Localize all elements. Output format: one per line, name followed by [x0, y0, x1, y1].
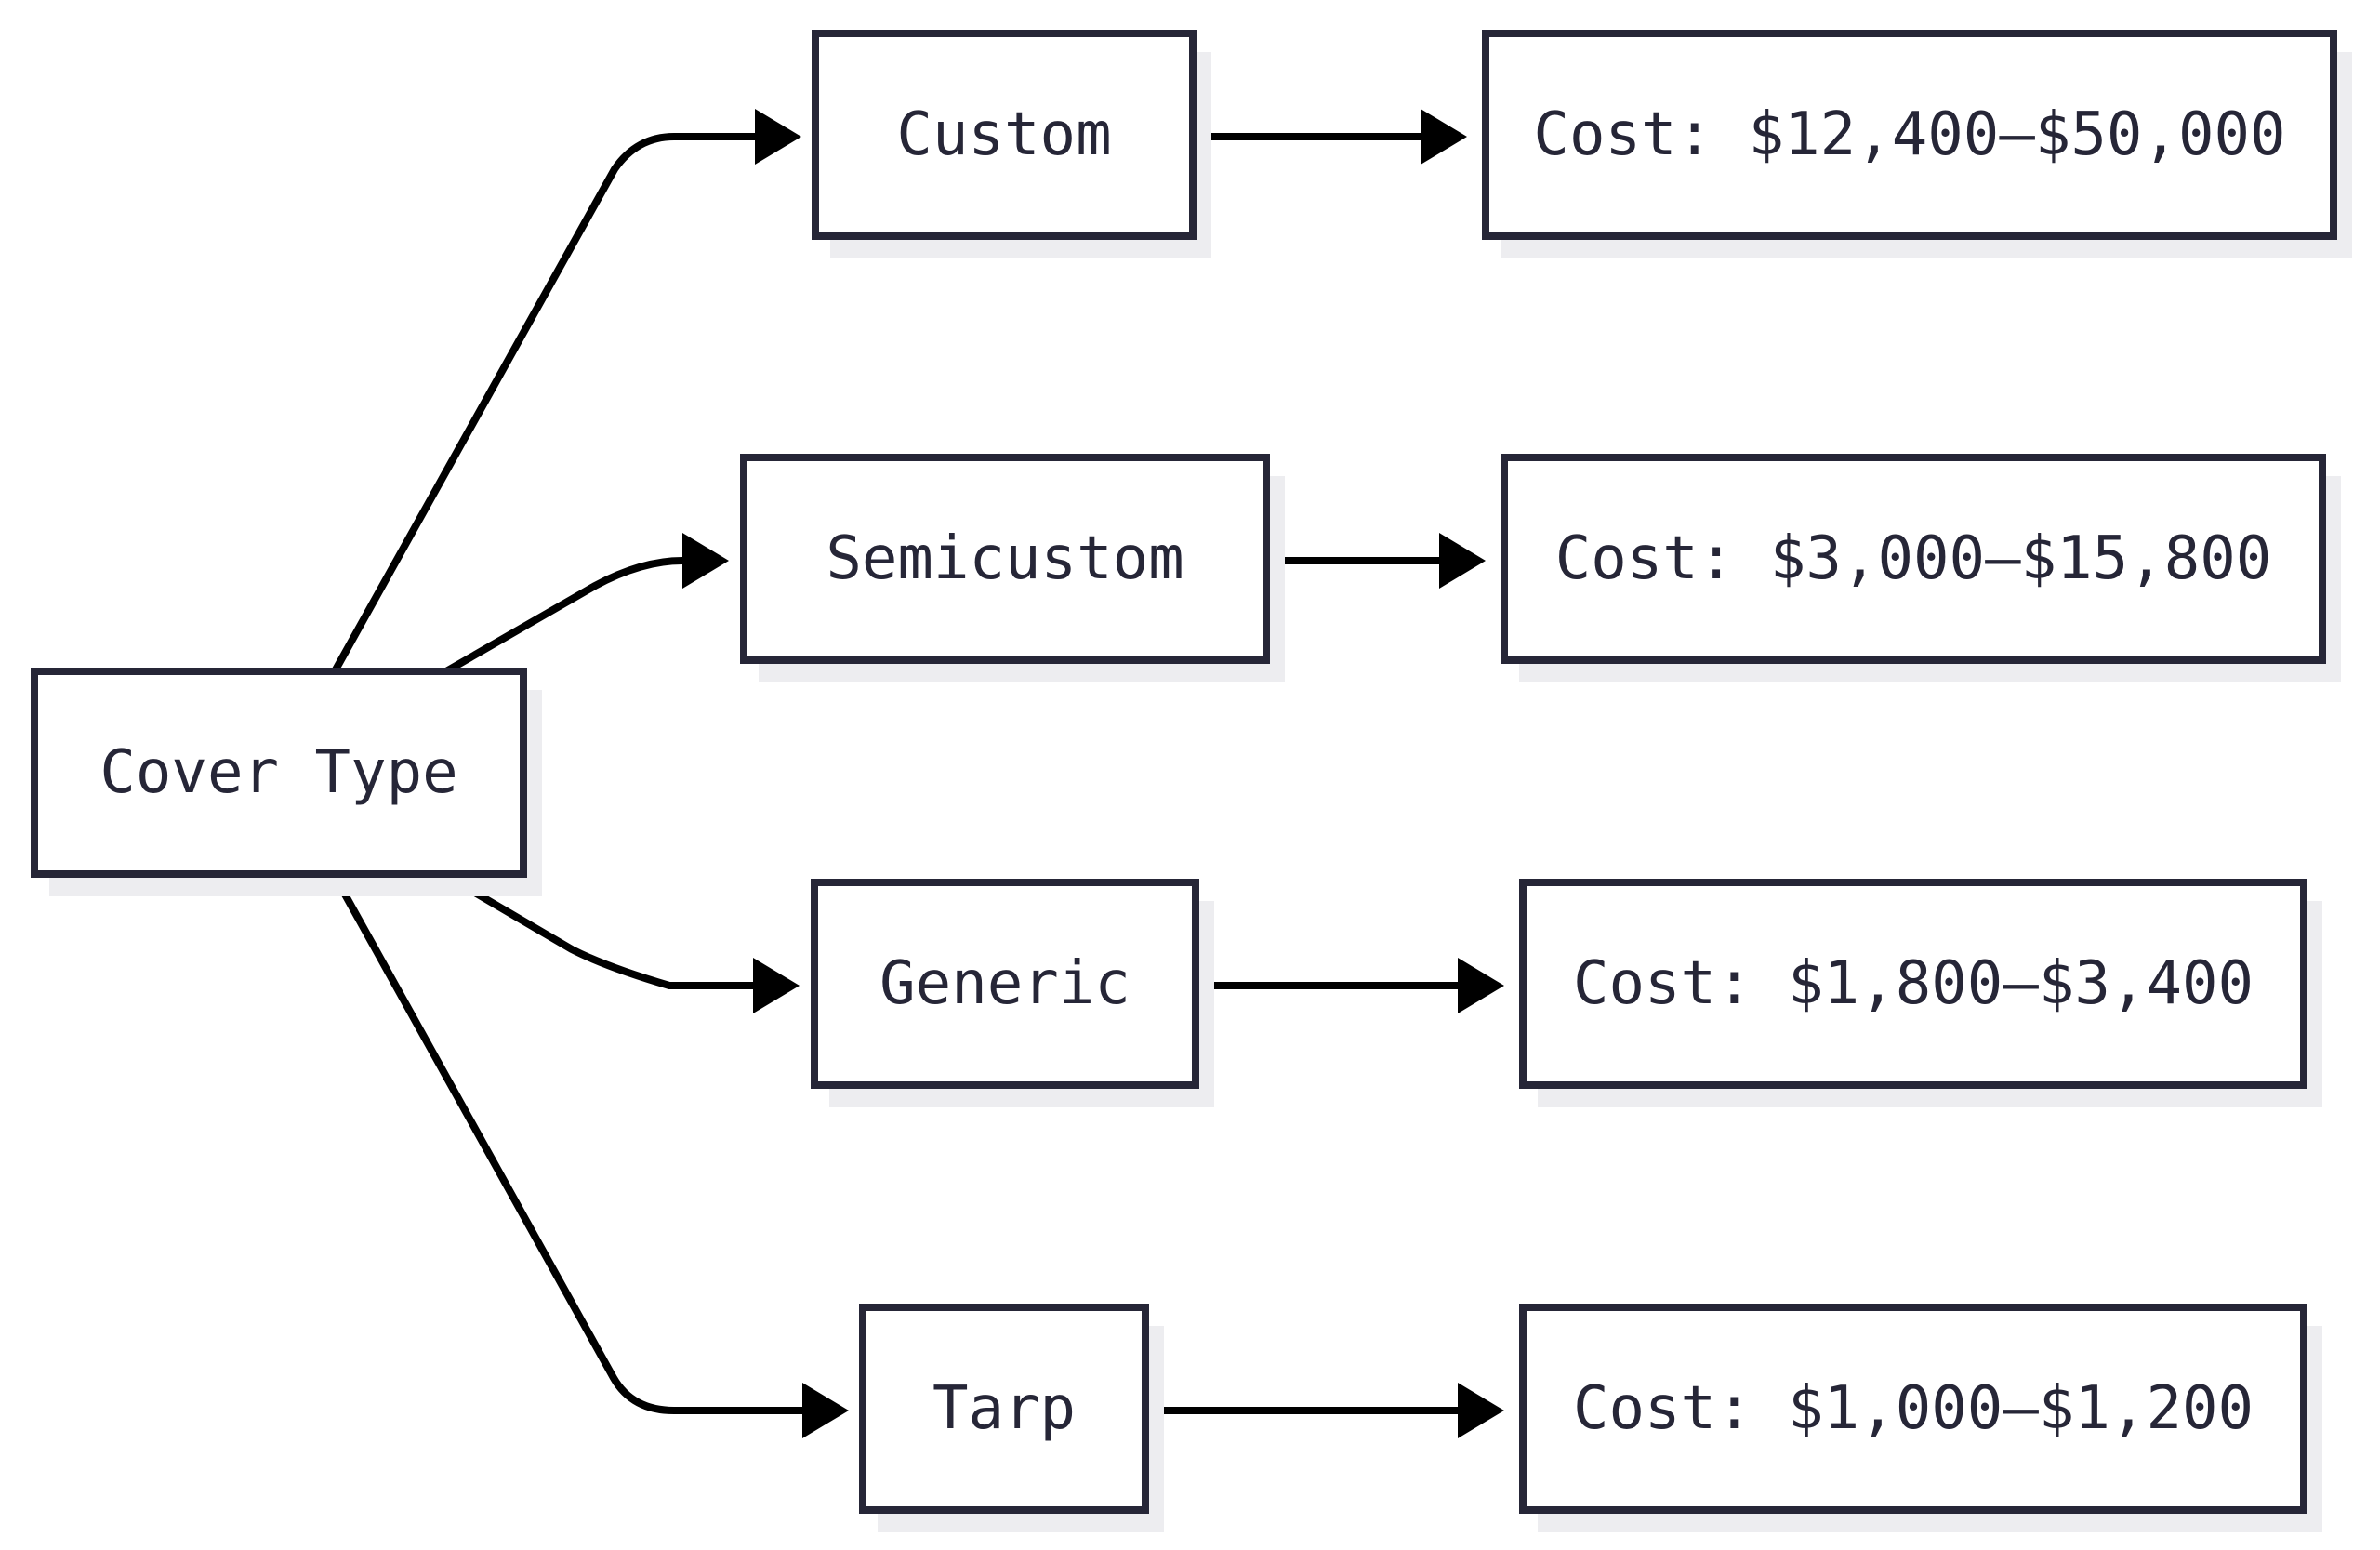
node-custom-label: Custom [896, 100, 1111, 169]
arrow-head-icon [682, 533, 729, 589]
arrow-head-icon [1458, 1383, 1504, 1438]
node-cover-type: Cover Type [31, 668, 542, 896]
node-cost-custom-label: Cost: $12,400–$50,000 [1533, 100, 2285, 169]
edge-cover-type-to-tarp [331, 874, 802, 1414]
node-generic: Generic [811, 879, 1214, 1107]
edge-cover-type-to-semicustom [444, 557, 683, 675]
node-cost-semicustom: Cost: $3,000–$15,800 [1501, 454, 2341, 682]
node-cover-type-label: Cover Type [99, 738, 457, 807]
node-generic-label: Generic [879, 949, 1130, 1018]
nodes: Cover Type Custom Semicustom Generic Tar… [31, 30, 2352, 1532]
node-custom: Custom [812, 30, 1211, 258]
arrow-head-icon [1458, 958, 1504, 1013]
edge-cover-type-to-custom [331, 133, 755, 673]
node-cost-tarp: Cost: $1,000–$1,200 [1519, 1304, 2322, 1532]
node-cost-generic: Cost: $1,800–$3,400 [1519, 879, 2322, 1107]
node-cost-tarp-label: Cost: $1,000–$1,200 [1573, 1374, 2254, 1443]
edge-cover-type-to-generic [443, 872, 753, 989]
node-tarp: Tarp [859, 1304, 1164, 1532]
arrow-head-icon [1439, 533, 1486, 589]
arrow-head-icon [1421, 109, 1467, 165]
node-semicustom: Semicustom [740, 454, 1285, 682]
edges [331, 109, 1504, 1438]
node-cost-generic-label: Cost: $1,800–$3,400 [1573, 949, 2254, 1018]
arrow-head-icon [753, 958, 800, 1013]
arrow-head-icon [802, 1383, 849, 1438]
node-tarp-label: Tarp [932, 1374, 1076, 1443]
node-cost-custom: Cost: $12,400–$50,000 [1482, 30, 2352, 258]
node-cost-semicustom-label: Cost: $3,000–$15,800 [1555, 524, 2272, 593]
arrow-head-icon [755, 109, 801, 165]
node-semicustom-label: Semicustom [826, 524, 1183, 593]
